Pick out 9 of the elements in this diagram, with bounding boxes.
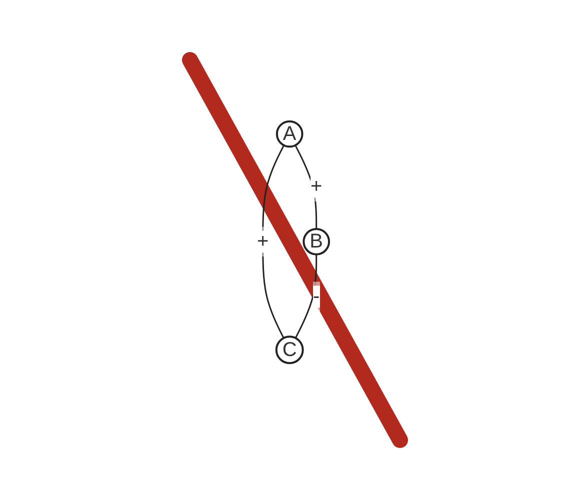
edge-label: + xyxy=(310,175,322,198)
edge-label: + xyxy=(256,230,269,252)
connector xyxy=(294,254,318,338)
node-circle: A xyxy=(276,120,304,148)
edge-label: - xyxy=(313,285,320,308)
node-circle: B xyxy=(302,228,330,255)
connector xyxy=(294,144,318,229)
node-circle: C xyxy=(275,335,304,364)
connector xyxy=(262,144,285,338)
